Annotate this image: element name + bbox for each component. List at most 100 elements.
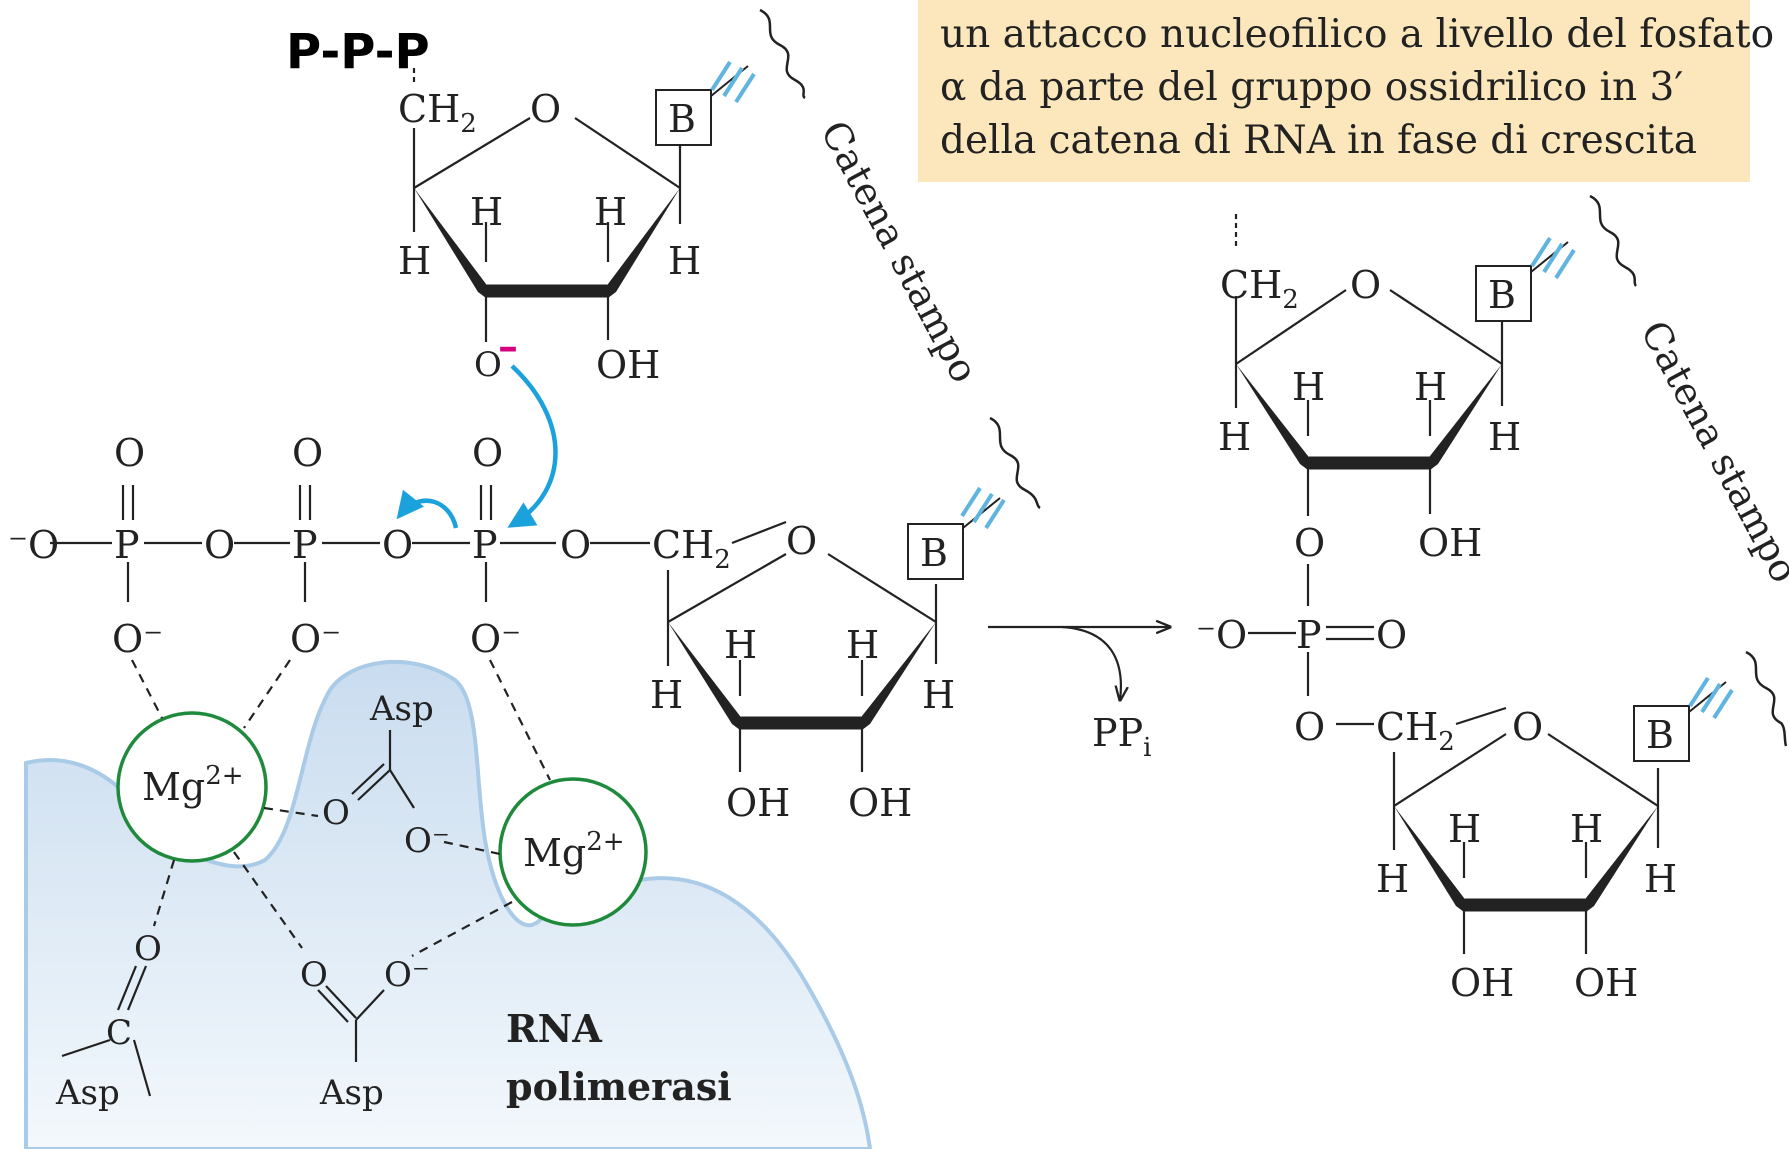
ppi-label: PPi <box>1092 711 1151 763</box>
triphosphate-bonds <box>50 485 650 602</box>
ntp-base-label: B <box>920 531 948 575</box>
ntp-h-right: H <box>922 673 955 717</box>
ntp-ch2: CH2 <box>652 523 731 575</box>
p-beta: P <box>292 523 318 567</box>
bridge-o-2: O <box>382 523 413 567</box>
enzyme-label-line-1: RNA <box>506 1006 602 1051</box>
ntp-3-hydroxyl: OH <box>726 781 790 825</box>
asp-1-o: O <box>322 793 350 833</box>
mg-ion-2 <box>498 777 648 927</box>
p-gamma: P <box>114 523 140 567</box>
top-2-hydroxyl: OH <box>596 343 660 387</box>
top-oxyanion-charge: – <box>498 323 518 370</box>
bridge-o-3: O <box>560 523 591 567</box>
mg-ion-1-label: Mg2+ <box>142 761 244 809</box>
p-beta-o-top: O <box>292 431 323 475</box>
top-base-box <box>655 89 712 146</box>
product-bottom-base-box <box>1633 705 1690 762</box>
top-h-2: H <box>470 190 503 234</box>
product-bottom-base-label: B <box>1646 713 1674 757</box>
product-top-h-left: H <box>1218 415 1251 459</box>
asp-1-label: Asp <box>369 689 434 729</box>
p-alpha: P <box>472 523 498 567</box>
asp-3-o-minus: O⁻ <box>384 955 430 995</box>
p-alpha-o-top: O <box>472 431 503 475</box>
ntp-base-box <box>907 523 964 580</box>
product-top-squiggle <box>1589 194 1638 287</box>
ntp-h-left: H <box>650 673 683 717</box>
top-ch2: CH2 <box>398 87 477 139</box>
p-gamma-o-minus: O⁻ <box>112 617 163 661</box>
product-5-oxygen: O <box>1294 705 1325 749</box>
product-bottom-2-hydroxyl: OH <box>1574 961 1638 1005</box>
ntp-template-squiggle <box>989 416 1041 510</box>
top-h-3: H <box>594 190 627 234</box>
top-h-right: H <box>668 239 701 283</box>
top-h-left: H <box>398 239 431 283</box>
ntp-2-hydroxyl: OH <box>848 781 912 825</box>
asp-residue-3 <box>317 985 385 1062</box>
product-top-ring-o: O <box>1350 263 1381 307</box>
product-top-base-box <box>1475 265 1532 322</box>
top-pairing-ticks <box>710 60 756 104</box>
product-top-h-2: H <box>1292 365 1325 409</box>
top-base-label: B <box>668 97 696 141</box>
template-strand-label-2: Catena stampo <box>1632 314 1789 590</box>
asp-2-c: C <box>106 1013 132 1053</box>
mg-ion-2-label: Mg2+ <box>523 827 625 875</box>
leaving-group-arrow <box>396 489 459 529</box>
product-bottom-squiggle <box>1745 650 1788 747</box>
ntp-h-3: H <box>846 623 879 667</box>
product-bottom-h-2: H <box>1448 807 1481 851</box>
p-alpha-o-minus: O⁻ <box>470 617 521 661</box>
product-top-pairing-ticks <box>1530 236 1576 280</box>
alpha-gamma-anion: ⁻O <box>8 523 59 567</box>
top-ring-oxygen: O <box>530 87 561 131</box>
product-3-oxygen: O <box>1294 521 1325 565</box>
caption-line-3: della catena di RNA in fase di crescita <box>940 118 1697 163</box>
template-strand-label-1: Catena stampo <box>812 114 987 390</box>
product-bottom-ring-o: O <box>1512 705 1543 749</box>
top-3-oxygen: O <box>474 345 502 385</box>
product-bottom-ch2: CH2 <box>1376 705 1455 757</box>
product-top-hydroxyl: OH <box>1418 521 1482 565</box>
asp-1-o-minus: O⁻ <box>404 821 450 861</box>
ntp-pairing-ticks <box>960 486 1006 530</box>
product-bottom-h-right: H <box>1644 857 1677 901</box>
mg-ion-1 <box>116 711 268 863</box>
asp-2-label: Asp <box>55 1073 120 1113</box>
asp-2-o: O <box>134 929 162 969</box>
asp-residue-1 <box>351 730 415 809</box>
ppp-label: P-P-P <box>286 24 430 80</box>
ntp-h-2: H <box>724 623 757 667</box>
top-ribose <box>412 68 682 342</box>
ntp-ring-oxygen: O <box>786 519 817 563</box>
product-bottom-3-hydroxyl: OH <box>1450 961 1514 1005</box>
bridge-o-1: O <box>204 523 235 567</box>
nucleophilic-attack-arrow <box>507 364 558 528</box>
ppi-release-arrow <box>1061 625 1121 700</box>
product-bottom-h-left: H <box>1376 857 1409 901</box>
product-phosphodiester <box>1248 564 1374 726</box>
top-template-squiggle <box>759 8 806 100</box>
enzyme-label-line-2: polimerasi <box>506 1064 732 1109</box>
product-top-ribose <box>1234 214 1504 516</box>
product-top-base-label: B <box>1488 273 1516 317</box>
product-phosphate-o: O <box>1376 613 1407 657</box>
product-bottom-ribose <box>1392 706 1660 954</box>
asp-3-o: O <box>300 955 328 995</box>
product-top-h-3: H <box>1414 365 1447 409</box>
product-bottom-h-3: H <box>1570 807 1603 851</box>
caption-line-1: un attacco nucleofilico a livello del fo… <box>940 12 1775 57</box>
coordination-bonds <box>131 659 551 957</box>
product-phosphate-anion: ⁻O <box>1196 613 1247 657</box>
caption-box: un attacco nucleofilico a livello del fo… <box>918 0 1775 182</box>
caption-line-2: α da parte del gruppo ossidrilico in 3′ <box>940 65 1684 110</box>
asp-3-label: Asp <box>319 1073 384 1113</box>
product-bottom-pairing-ticks <box>1688 676 1734 720</box>
ntp-ribose <box>666 520 938 772</box>
p-gamma-o-top: O <box>114 431 145 475</box>
asp-residue-2 <box>61 965 152 1097</box>
